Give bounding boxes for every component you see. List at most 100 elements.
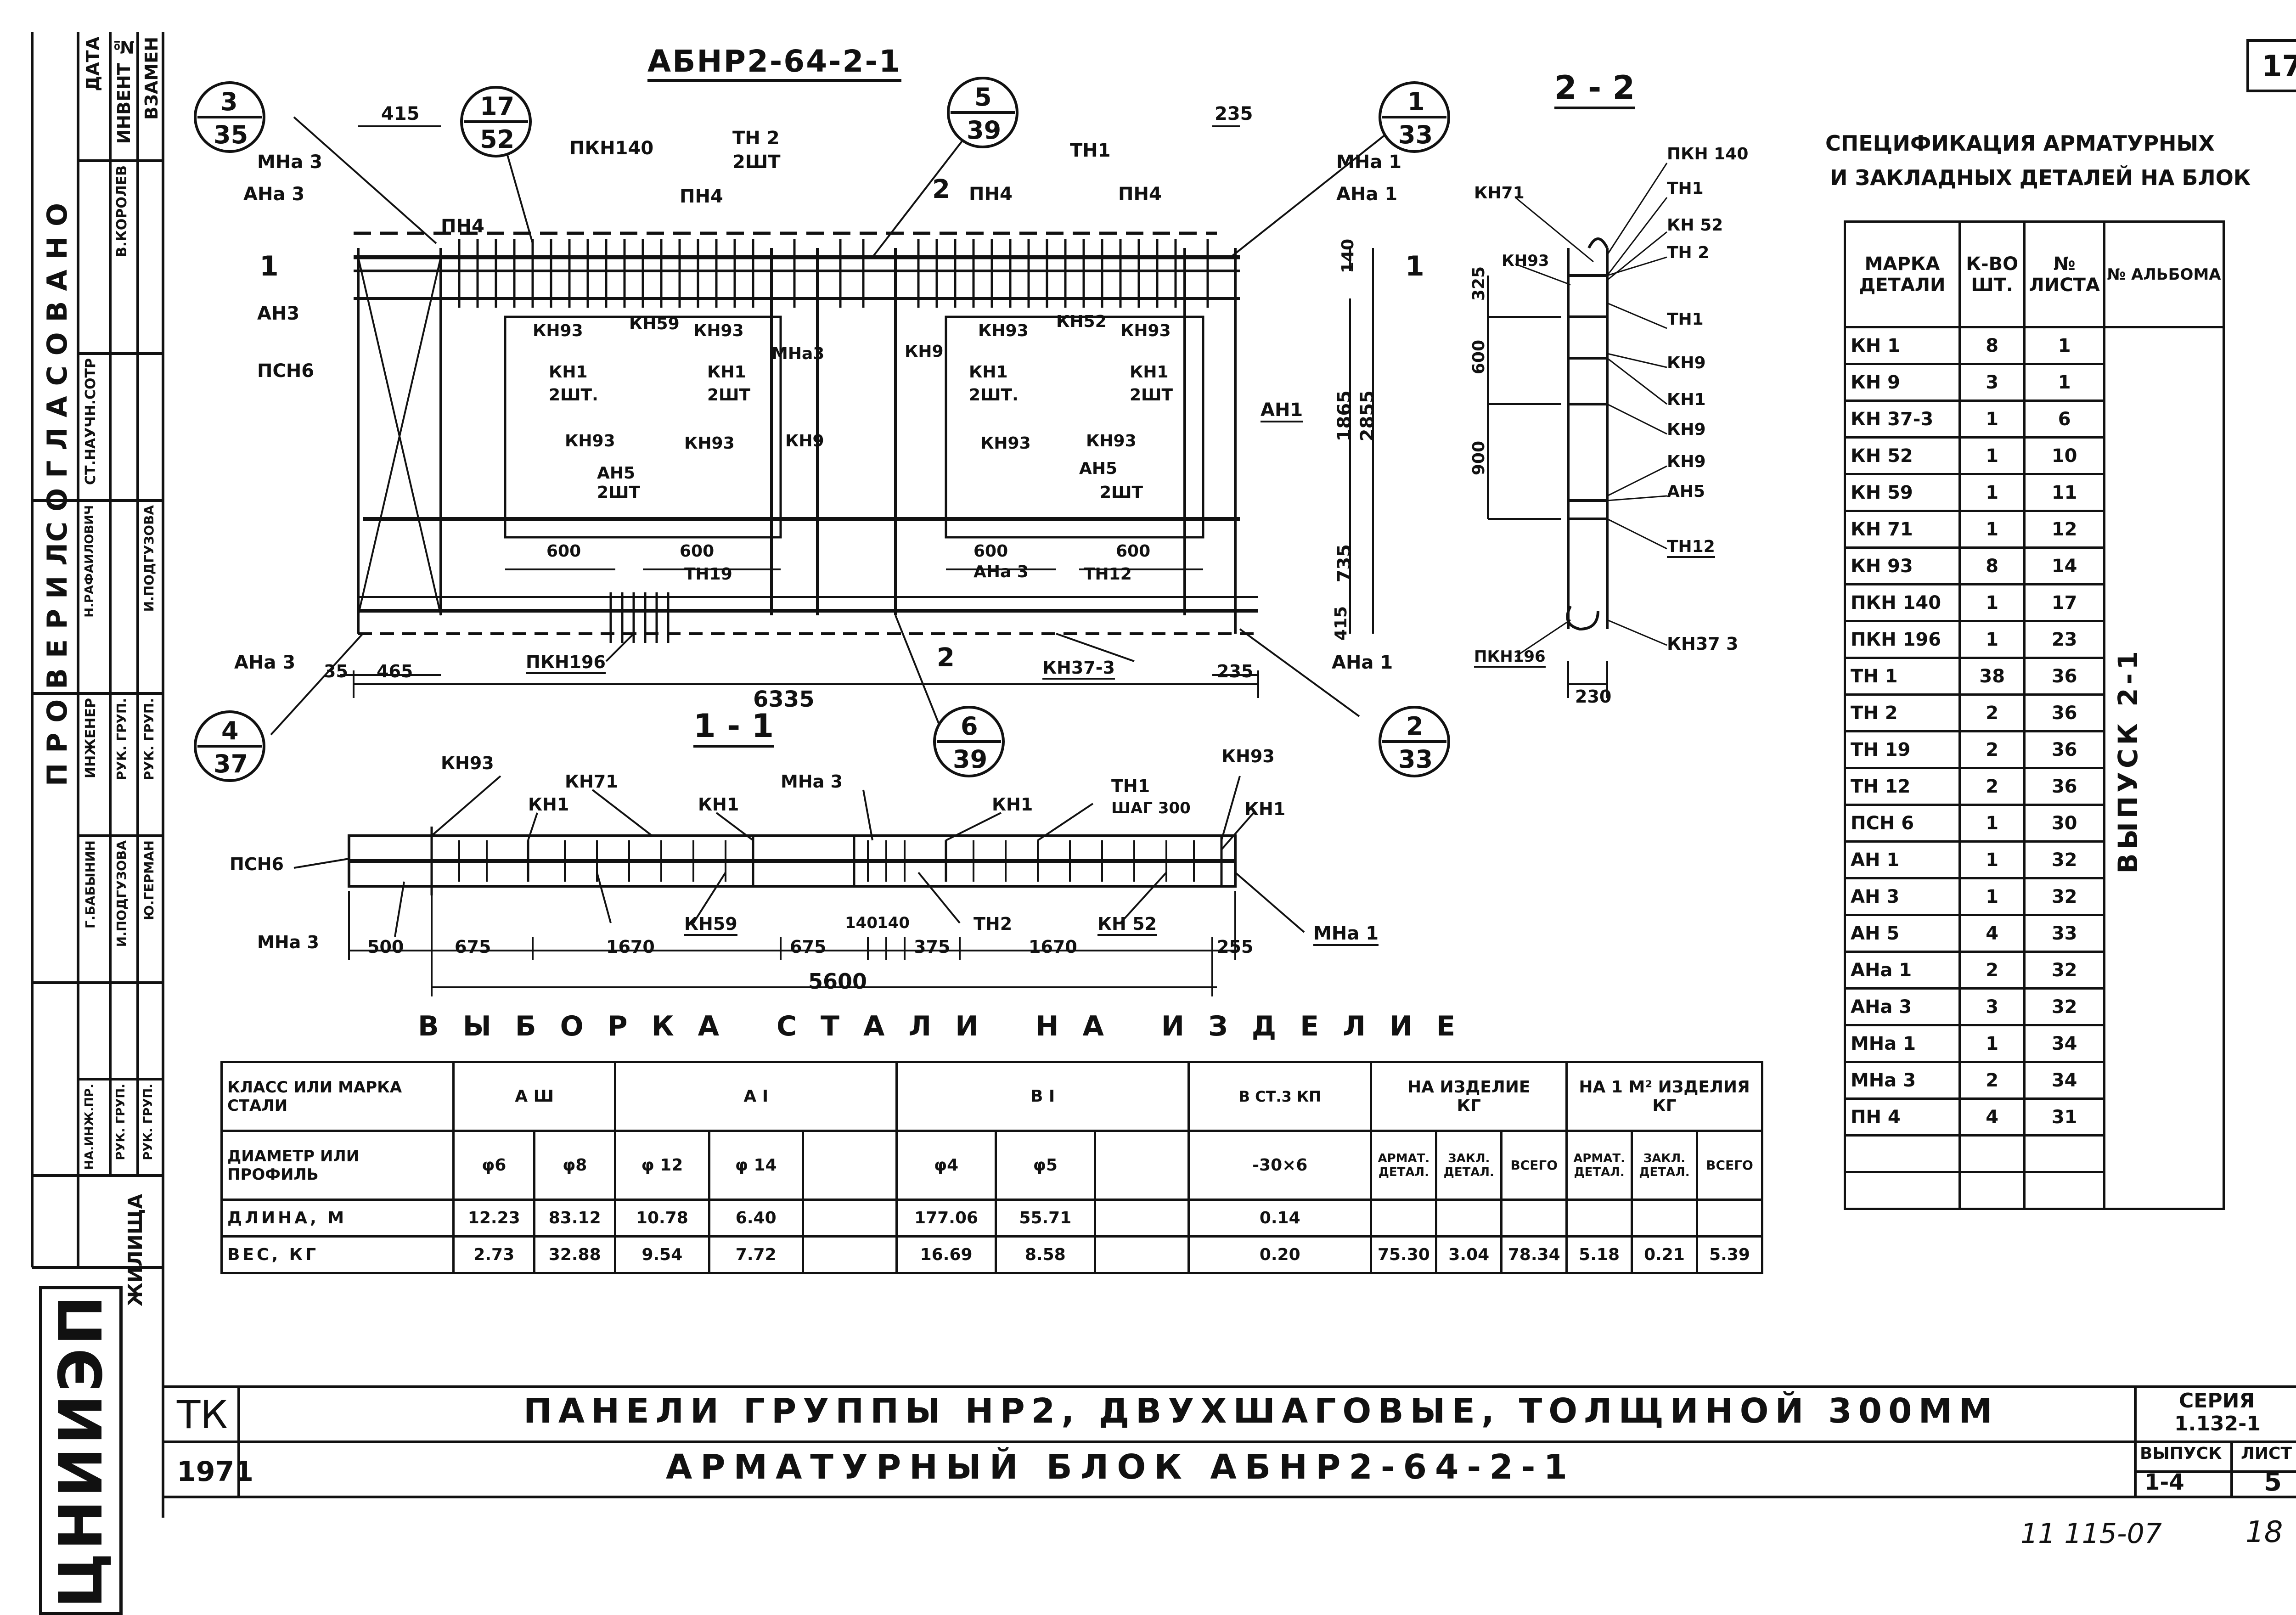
steel-row-len-label: ДЛИНА, М [220,1199,455,1238]
spec-row [1843,1171,2224,1210]
section-22-title: 2 - 2 [1554,69,1635,109]
spec-cell-sheet: 12 [2023,510,2106,549]
stamp-name-b-0: И.ПОДГУЗОВА [141,505,157,612]
steel-wt-7 [1093,1235,1190,1274]
title-year: 1971 [177,1456,253,1488]
label-an1: АН1 [1261,400,1303,422]
label-tn1: ТН1 [1070,140,1111,161]
steel-profile-6: φ5 [994,1130,1096,1201]
steel-len-9 [1370,1199,1438,1238]
label-kn93-g: КН93 [980,434,1031,453]
steel-h-diam: ДИАМЕТР ИЛИ ПРОФИЛЬ [220,1130,455,1201]
dim-735: 735 [1334,544,1355,583]
spec-cell-qty: 8 [1958,546,2026,585]
steel-wt-0: 2.73 [452,1235,536,1274]
spec-cell-sheet: 34 [2023,1061,2106,1100]
series-label: СЕРИЯ [2179,1389,2255,1412]
label-ana3-mid: АНа 3 [974,563,1029,581]
section-mark-1-right: 1 [1405,250,1424,282]
s11-kn71: КН71 [565,771,618,792]
s11-kn1-a: КН1 [528,794,569,815]
label-kn1-d-qty: 2ШТ [1130,386,1173,405]
s11-dim-255: 255 [1217,937,1254,957]
spec-cell-qty: 1 [1958,877,2026,916]
spec-cell-sheet: 34 [2023,1024,2106,1063]
spec-cell-mark: КН 1 [1843,326,1961,365]
s22-kn93: КН93 [1502,252,1549,270]
spec-cell-mark: ПСН 6 [1843,804,1961,843]
s22-kn9-b: КН9 [1667,420,1706,439]
spec-cell-qty: 1 [1958,583,2026,622]
steel-profile-4 [801,1130,898,1201]
s22-kn9-a: КН9 [1667,354,1706,372]
s11-dim-140-b: 140 [877,914,910,932]
steel-sub-item-1: ЗАКЛ. ДЕТАЛ. [1435,1130,1503,1201]
stamp-role-c-2: РУК. ГРУП. [141,1084,155,1160]
stamp-name-b-2: И.ПОДГУЗОВА [114,840,129,947]
steel-wt-6: 8.58 [994,1235,1096,1274]
dim-600-b: 600 [680,542,715,561]
spec-cell-qty: 2 [1958,730,2026,769]
s11-dim-500: 500 [367,937,404,957]
label-kn1-b-qty: 2ШТ [707,386,751,405]
steel-h-class: КЛАСС ИЛИ МАРКА СТАЛИ [220,1061,455,1132]
callout-6-bottom: 39 [953,745,988,774]
spec-cell-mark: ПКН 196 [1843,620,1961,659]
spec-cell-mark: ТН 12 [1843,767,1961,806]
spec-cell-qty: 4 [1958,914,2026,953]
steel-wt-14: 5.39 [1695,1235,1764,1274]
spec-cell-sheet: 32 [2023,840,2106,879]
s11-dim-1670-b: 1670 [1029,937,1077,957]
callout-1-top: 3 [220,87,238,116]
spec-cell-mark: КН 37-3 [1843,400,1961,439]
steel-len-4 [801,1199,898,1238]
steel-table: КЛАСС ИЛИ МАРКА СТАЛИ А Ш А I В I В СТ.3… [220,1061,1764,1274]
stamp-org-logo: ЦНИИЭП [39,1286,123,1615]
spec-row [1843,1134,2224,1173]
spec-cell-sheet [2023,1171,2106,1210]
label-ana3-top: АНа 3 [243,184,305,205]
spec-title-2: И ЗАКЛАДНЫХ ДЕТАЛЕЙ НА БЛОК [1830,165,2251,190]
section-11-title: 1 - 1 [693,707,774,748]
spec-cell-qty: 8 [1958,326,2026,365]
spec-cell-mark: КН 93 [1843,546,1961,585]
stamp-role-b-1: РУК. ГРУП. [114,698,129,781]
stamp-role-b-0: ИНЖЕНЕР [83,698,99,779]
callout-4-top: 1 [1407,87,1425,116]
label-mna3-mid: МНа3 [771,344,825,363]
stamp-role-b-2: РУК. ГРУП. [141,698,157,781]
steel-sub-item-2: ВСЕГО [1500,1130,1568,1201]
s22-an5: АН5 [1667,482,1705,501]
sheet-corner-number: 17 [2262,50,2296,84]
steel-len-5: 177.06 [895,1199,997,1238]
spec-cell-mark: ТН 19 [1843,730,1961,769]
callout-1-bottom: 35 [214,120,248,149]
spec-cell-sheet: 10 [2023,436,2106,475]
steel-len-13 [1631,1199,1698,1238]
dim-2855: 2855 [1357,390,1378,442]
steel-h-m2-unit: КГ [1652,1096,1677,1115]
spec-cell-qty: 2 [1958,693,2026,732]
spec-cell-sheet: 1 [2023,326,2106,365]
steel-profile-0: φ6 [452,1130,536,1201]
spec-cell-mark: МНа 3 [1843,1061,1961,1100]
steel-wt-4 [801,1235,898,1274]
steel-row-wt-label: ВЕС, КГ [220,1235,455,1274]
spec-h-sheet: № ЛИСТА [2023,220,2106,328]
steel-wt-12: 5.18 [1565,1235,1633,1274]
s11-dim-1670-a: 1670 [606,937,655,957]
steel-h-m2-text: НА 1 М² ИЗДЕЛИЯ [1579,1077,1750,1097]
label-pkn140: ПКН140 [569,138,654,159]
dim-600-c: 600 [974,542,1008,561]
s22-kn9-c: КН9 [1667,452,1706,471]
label-kn52: КН52 [1056,312,1107,331]
